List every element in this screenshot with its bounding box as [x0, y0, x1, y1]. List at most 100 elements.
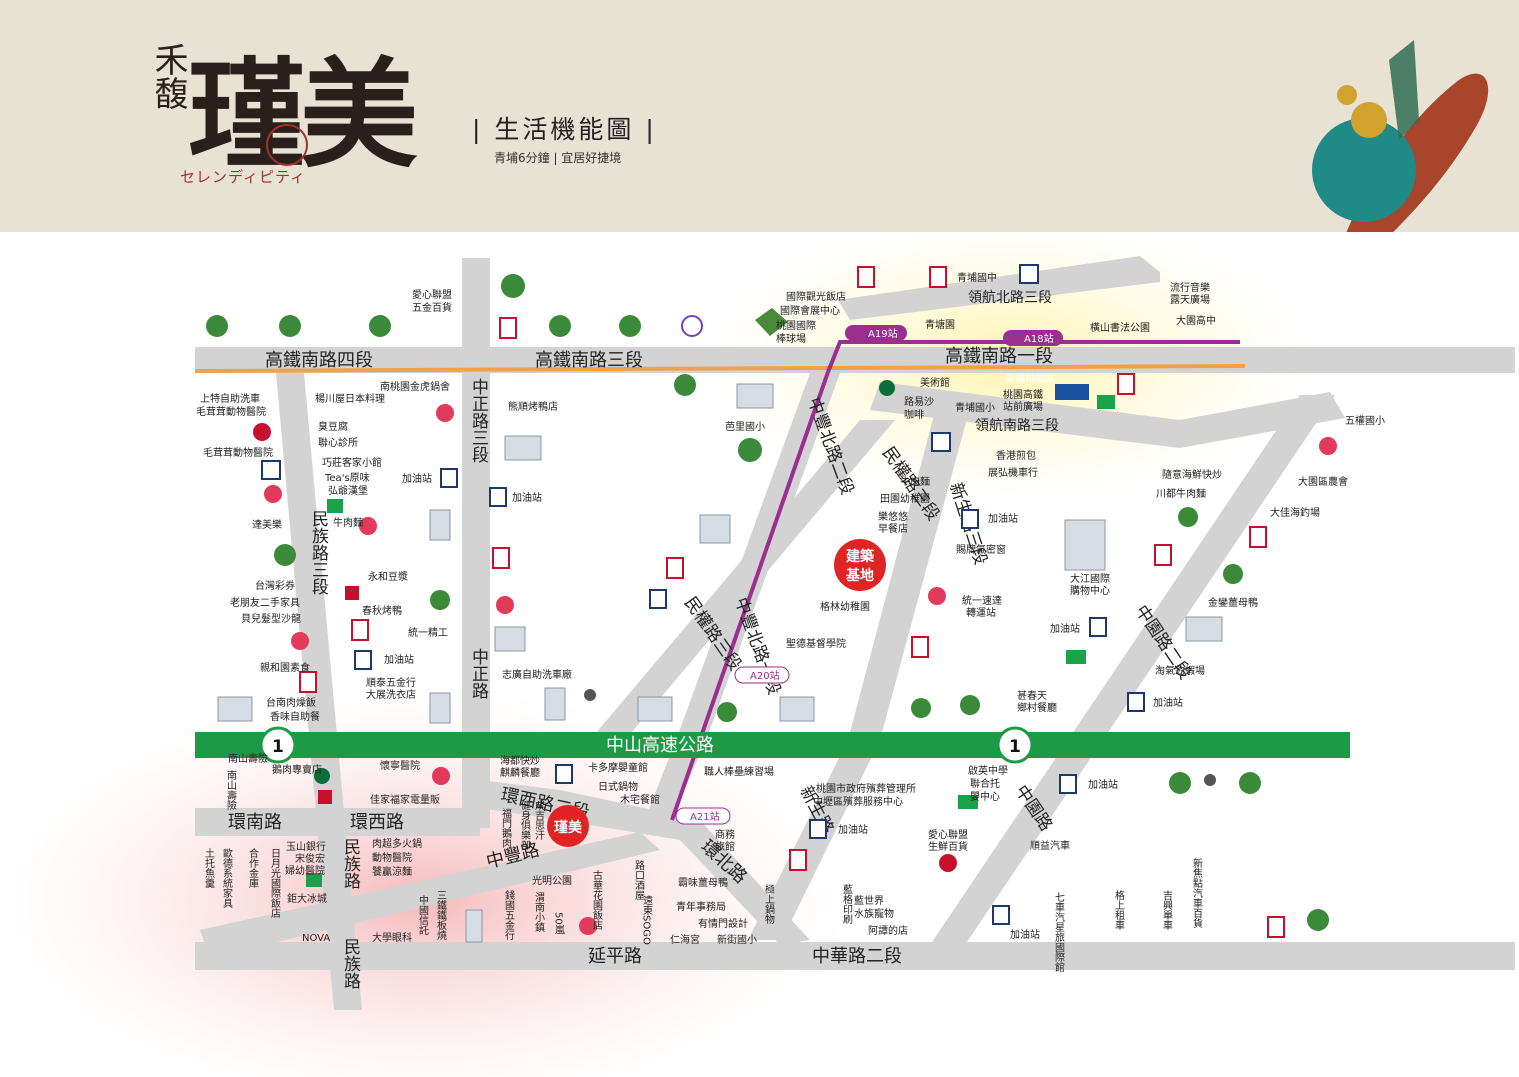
- poi-label: 五金百貨: [412, 301, 452, 314]
- familymart-icon-2: [958, 795, 978, 809]
- poi-label: 志廣自助洗車廠: [502, 668, 572, 681]
- poi-vertical-label: 歐德系統家具: [221, 847, 233, 909]
- label-zz: 中正路: [468, 648, 489, 699]
- poi-vertical-label: 福門鵝肉: [500, 807, 512, 848]
- poi-vertical-label: 極上鍋物: [763, 883, 775, 925]
- station-a21: [675, 807, 731, 825]
- poi-label: 大江國際: [1070, 572, 1110, 585]
- poi-label: 上特自助洗車: [200, 392, 260, 405]
- poi-label: 咖啡: [904, 409, 924, 421]
- poi-label: 橫山書法公園: [1090, 321, 1150, 334]
- familymart-icon-5: [306, 873, 322, 887]
- label-minzu1: 民族路: [340, 838, 361, 889]
- poi-label: 桃園高鐵: [1003, 388, 1043, 401]
- brand-logo-text: 瑾美: [188, 45, 418, 184]
- poi-vertical-label: 南山壽險: [225, 769, 237, 811]
- poi-label: 田園幼稚園: [880, 492, 930, 505]
- poi-label: 桃園國際: [776, 319, 816, 332]
- poi-label: 佳家福家電量販: [370, 793, 440, 806]
- brand-prefix: 禾馥: [148, 42, 188, 110]
- station-a18-label: A18站: [1024, 332, 1054, 345]
- poi-label: 青埔國小: [955, 401, 995, 414]
- poi-label: 麒麟餐廳: [500, 766, 540, 779]
- road-minzu: [276, 373, 362, 1010]
- label-zz3: 中正路三段: [468, 378, 489, 463]
- poi-vertical-label: 遠東SOGO: [641, 894, 653, 945]
- poi-labels: 愛心聯盟 五金百貨 國際觀光飯店 國際會展中心 桃園國際 棒球場 青塘園 青埔國…: [196, 271, 1385, 946]
- label-zh2: 中華路二段: [812, 946, 902, 967]
- poi-label: 巧莊客家小館: [322, 456, 382, 469]
- label-huanxi: 環西路: [350, 812, 404, 833]
- brush-circle-teal: [1312, 118, 1416, 222]
- freeway-number-west: 1: [272, 737, 284, 757]
- poi-label: 統一速達: [962, 594, 1002, 607]
- poi-vertical-labels: 南山壽險 土托魚羹 歐德系統家具 合作金庫 日月光國際飯店 中國信託 三鐵鐵板燒…: [203, 769, 1203, 973]
- road-huanxi-huanbei: [480, 780, 810, 945]
- poi-label: 香港煎包: [996, 449, 1036, 462]
- poi-label: 毛茸茸動物醫院: [203, 446, 273, 459]
- poi-vertical-label: 成吉思汗: [533, 800, 545, 841]
- road-huannan: [195, 808, 480, 836]
- poi-vertical-label: 路口酒屋: [633, 859, 645, 900]
- poi-label: 川都牛肉麵: [1156, 487, 1206, 500]
- road-xinsheng-south: [748, 740, 880, 940]
- poi-vertical-label: 中國信託: [417, 894, 429, 936]
- streetlamp-icon: [584, 689, 596, 701]
- poi-label: 懷寧醫院: [380, 759, 420, 772]
- station-a20-label: A20站: [750, 669, 780, 682]
- station-a19-label: A19站: [868, 327, 898, 340]
- poi-vertical-label: 七車汽星旅國際館: [1053, 892, 1065, 973]
- road-zhongfeng: [200, 832, 660, 958]
- poi-label: 五權國小: [1345, 414, 1385, 427]
- freeway-number-east: 1: [1009, 737, 1021, 757]
- poi-label: 加油站: [1088, 778, 1118, 791]
- poi-label: 阿譚的店: [868, 924, 908, 937]
- streetlamp-icon-2: [1204, 774, 1216, 786]
- poi-label: 轉運站: [966, 606, 996, 619]
- poi-label: 牛肉麵: [333, 516, 363, 529]
- label-hsr-station: 高鐵桃園站: [1005, 372, 1055, 385]
- poi-label: 青年事務局: [676, 900, 726, 913]
- poi-label: 親和園素食: [260, 661, 310, 674]
- poi-label: 棒球場: [776, 332, 806, 345]
- poi-vertical-label: 三鐵鐵板燒: [435, 890, 447, 941]
- poi-label: 加油站: [838, 823, 868, 836]
- poi-label: 聖德基督學院: [786, 637, 846, 650]
- poi-label: 流行音樂: [1170, 281, 1210, 294]
- poi-label: 甚春天: [1017, 690, 1047, 702]
- site-jinmei-label: 瑾美: [554, 819, 583, 836]
- brush-stroke-green: [1389, 40, 1419, 140]
- poi-label: 聯合托: [970, 777, 1000, 790]
- site-marker-main: 建築 基地: [834, 539, 886, 591]
- landmark-icons: [206, 264, 1337, 943]
- poi-label: 加油站: [512, 491, 542, 504]
- poi-label: 賜牌氣密窗: [956, 543, 1006, 556]
- poi-label: 卡多摩嬰童館: [588, 761, 648, 774]
- poi-vertical-label: 古華花園飯店: [591, 869, 603, 931]
- baseball-field-icon: [755, 308, 788, 336]
- poi-label: 芭里國小: [725, 420, 765, 433]
- poi-vertical-label: 新焦點汽車百貨: [1191, 857, 1203, 929]
- label-hsr4: 高鐵南路四段: [265, 350, 373, 371]
- poi-vertical-label: 日月光國際飯店: [269, 848, 281, 919]
- poi-label: 臭豆腐: [318, 420, 348, 433]
- poi-label: 國際會展中心: [780, 304, 840, 317]
- poi-label: 加油站: [1010, 928, 1040, 941]
- familymart-icon-3: [1097, 395, 1115, 409]
- poi-label: 早餐店: [878, 522, 908, 535]
- poi-label: 樂悠悠: [878, 510, 908, 523]
- brush-dot-gold: [1351, 102, 1387, 138]
- freeway-shield-east: 1: [996, 726, 1034, 764]
- road-minquan: [590, 420, 895, 740]
- poi-label: 生鮮百貨: [928, 840, 968, 853]
- freeway-shield-west: 1: [259, 726, 297, 764]
- poi-label: 路易沙: [904, 395, 934, 408]
- poi-vertical-label: 吉興單車: [1161, 890, 1173, 931]
- poi-label: 加油站: [384, 653, 414, 666]
- poi-label: NOVA: [302, 933, 330, 944]
- poi-label: 淘氣釣蝦場: [1155, 664, 1205, 677]
- poi-label: 藍世界: [854, 894, 884, 907]
- poi-label: 南桃園金虎鍋舍: [380, 380, 450, 393]
- starbucks-icon-2: [314, 768, 330, 784]
- poi-label: 大展洗衣店: [366, 688, 416, 701]
